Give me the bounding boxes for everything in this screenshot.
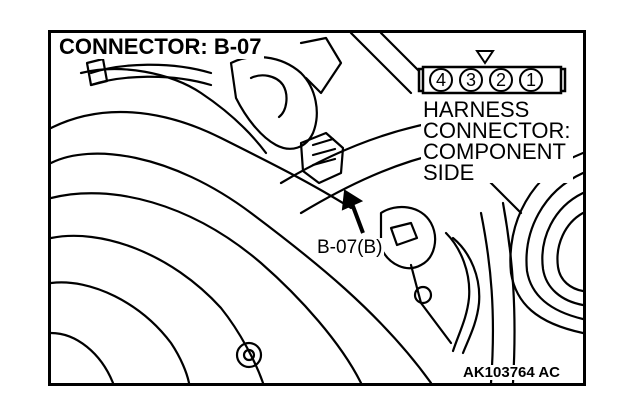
sensor-wire-2 (451, 236, 481, 355)
throttle-ring-3 (541, 191, 583, 307)
connector-face-label-line: SIDE (423, 160, 475, 185)
connector-latch (311, 137, 337, 167)
pin-1: 1 (519, 68, 543, 92)
sensor-wire (444, 231, 471, 353)
connector-face-label: HARNESS CONNECTOR: COMPONENT SIDE (421, 97, 573, 185)
connector-face-label-line: COMPONENT (423, 139, 566, 164)
manifold-upper-edge (51, 110, 353, 210)
bolt-head-lower-inner (242, 348, 256, 362)
figure-id: AK103764 AC (461, 364, 562, 381)
manifold-runner-2 (51, 234, 265, 383)
connector-face-label-line: HARNESS (423, 97, 530, 122)
sensor-stem (409, 263, 453, 345)
illustration-frame: 4 3 2 1 CONNECTOR: B-07 HARNESS CONNECTO… (48, 30, 586, 386)
top-right-line-1 (349, 33, 413, 95)
pin-3: 3 (459, 68, 483, 92)
bolt-head-lower (235, 341, 263, 369)
manifold-runner-1 (51, 192, 363, 383)
sensor-housing (379, 205, 437, 270)
connector-callout: B-07(B) (315, 237, 385, 258)
manifold-runner-3 (51, 281, 191, 383)
bolt-head-center (413, 285, 433, 305)
component-detail (249, 74, 288, 119)
component-bracket (299, 36, 343, 95)
throttle-ring-4 (556, 211, 583, 293)
manifold-ridge (79, 67, 268, 155)
connector-face-label-line: CONNECTOR: (423, 118, 571, 143)
throttle-ring-2 (525, 171, 583, 321)
hose-top-inner (89, 75, 213, 87)
fitting-top-left (85, 57, 109, 87)
connector-face-pins: 4 3 2 1 (423, 65, 563, 95)
hose-top (89, 63, 213, 75)
pointer-arrow (341, 189, 365, 234)
throttle-tube-left (479, 211, 495, 383)
manifold-runner-outer (51, 152, 433, 383)
diagram-title: CONNECTOR: B-07 (57, 34, 264, 59)
connector-body (299, 131, 345, 185)
pin-alignment-triangle (475, 50, 495, 65)
sensor-bolt (389, 221, 419, 247)
pin-4: 4 (429, 68, 453, 92)
component-housing (229, 56, 318, 150)
pin-2: 2 (489, 68, 513, 92)
manifold-runner-4 (51, 331, 115, 383)
throttle-tube-right (501, 201, 516, 383)
